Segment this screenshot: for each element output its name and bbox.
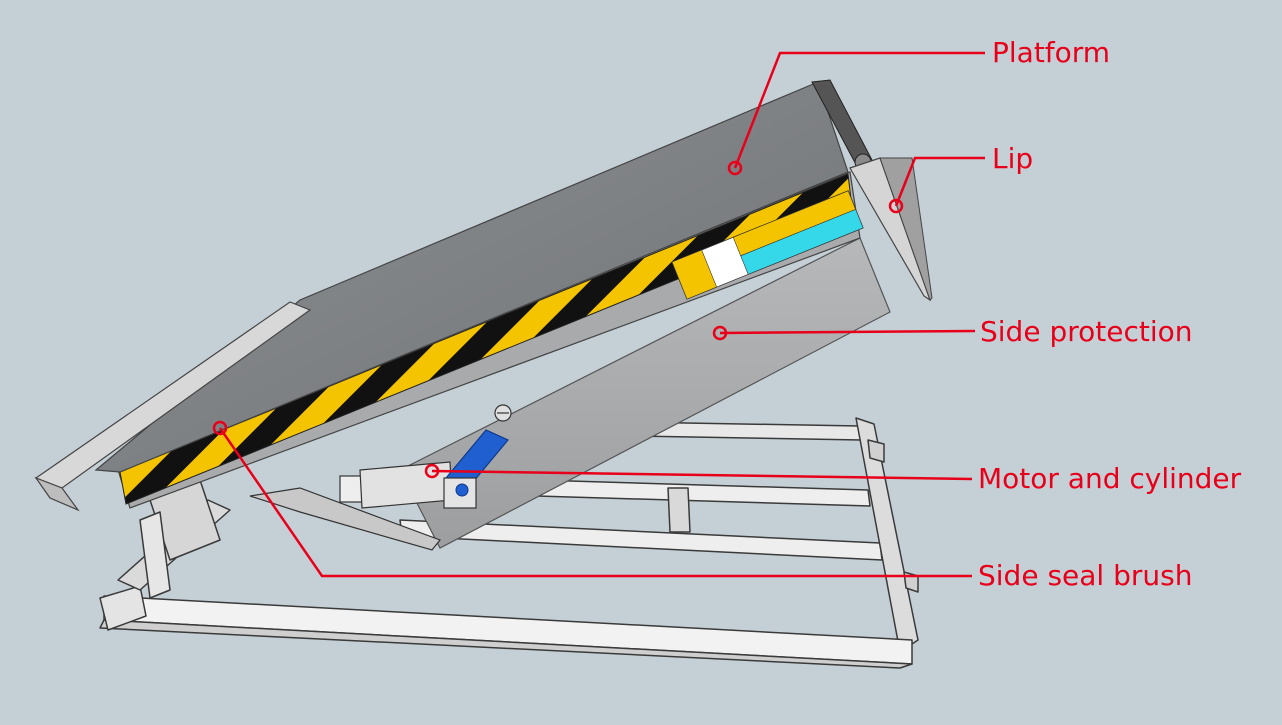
label-motor-and-cylinder: Motor and cylinder <box>978 462 1242 495</box>
label-lip: Lip <box>992 142 1033 175</box>
callout-dot-seal-brush <box>212 420 228 436</box>
warning-sticker <box>671 190 864 300</box>
callouts <box>212 51 985 578</box>
callout-line-side-protection <box>719 329 976 335</box>
callout-line-seal-brush <box>218 427 972 578</box>
callout-line-lip <box>894 156 985 207</box>
mechanism <box>249 461 453 551</box>
platform-deck <box>34 81 861 512</box>
label-side-seal-brush: Side seal brush <box>978 559 1192 592</box>
callout-line-platform <box>733 51 985 169</box>
side-protection-plate <box>399 237 891 549</box>
callout-dot-lip <box>888 198 904 214</box>
label-side-protection: Side protection <box>980 315 1193 348</box>
callout-dot-motor <box>424 463 440 479</box>
callout-dot-side-protection <box>712 325 728 341</box>
label-platform: Platform <box>992 36 1110 69</box>
callout-dot-platform <box>727 160 743 176</box>
callout-line-motor <box>431 469 973 481</box>
hydraulic-cylinder <box>443 429 509 509</box>
